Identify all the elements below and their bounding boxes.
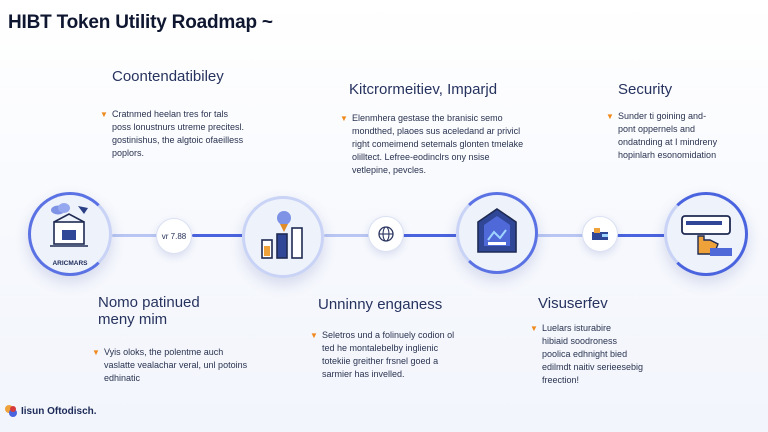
heading-line: Nomo patinued <box>98 294 200 311</box>
timeline-node-small-1: vr 7.88 <box>156 218 192 254</box>
bullet-line: mondthed, plaoes sus aceledand ar privic… <box>352 126 521 136</box>
bullet-item: ▼ Cratnmed heelan tres for tals poss lon… <box>100 108 280 160</box>
bullet-line: pont oppernels and <box>618 124 696 134</box>
bullet-line: Seletros und a folinuely codion ol <box>322 330 455 340</box>
bullet-line: gostinishus, the algtoic ofaeilless <box>112 135 244 145</box>
section-heading-2: Kitcrormeitiev, Imparjd <box>349 81 498 98</box>
footer-brand-text: Iisun Oftodisch. <box>21 405 97 417</box>
section-body-5: ▼ Seletros und a folinuely codion ol ted… <box>310 329 490 381</box>
bullet-line: poss lonustnurs utreme precitesl. <box>112 122 245 132</box>
section-heading-3: Security <box>618 81 673 98</box>
wallet-icon <box>592 228 608 240</box>
heading-line: Visuserfev <box>538 295 608 312</box>
bullet-line: Cratnmed heelan tres for tals <box>112 109 229 119</box>
bullet-line: vetlepine, pevcles. <box>352 165 427 175</box>
section-heading-1: Coontendatibiley <box>112 68 224 85</box>
brand-logo-icon <box>5 405 17 417</box>
timeline-segment <box>112 234 160 237</box>
section-body-6: ▼ Luelars isturabire hibiaid soodroness … <box>530 322 710 387</box>
bullet-item: ▼ Luelars isturabire hibiaid soodroness … <box>530 322 710 387</box>
bullet-arrow-icon: ▼ <box>310 331 318 340</box>
bullet-line: edilmdt naitiv serieesebig <box>542 362 644 372</box>
server-cloud-icon <box>50 203 88 247</box>
bar-chart-icon <box>261 211 303 259</box>
bullet-line: ted he montalebelby inglienic <box>322 343 439 353</box>
timeline-segment <box>192 234 244 237</box>
section-body-4: ▼ Vyis oloks, the polentme auch vaslatte… <box>92 346 272 385</box>
bullet-line: Vyis oloks, the polentme auch <box>104 347 224 357</box>
bullet-item: ▼ Elenmhera gestase the branisic semo mo… <box>340 112 540 177</box>
node-ring <box>242 196 324 278</box>
timeline-segment <box>616 234 668 237</box>
timeline-node-3 <box>456 192 538 274</box>
bullet-arrow-icon: ▼ <box>100 110 108 119</box>
bullet-line: poplors. <box>112 148 145 158</box>
heading-line: Unninny enganess <box>318 296 443 313</box>
section-body-2: ▼ Elenmhera gestase the branisic semo mo… <box>340 112 540 177</box>
bullet-arrow-icon: ▼ <box>92 348 100 357</box>
section-heading-4: Nomo patinued meny mim <box>98 294 200 328</box>
bullet-line: ondatnding at I mindreny <box>618 137 718 147</box>
timeline-node-2 <box>242 196 324 278</box>
bullet-line: sarmier has invelled. <box>322 369 405 379</box>
bullet-item: ▼ Seletros und a folinuely codion ol ted… <box>310 329 490 381</box>
bullet-arrow-icon: ▼ <box>606 112 614 121</box>
bullet-line: Sunder ti goining and- <box>618 111 707 121</box>
timeline-segment <box>402 234 458 237</box>
bullet-line: vaslatte vealachar veral, unl potoins <box>104 360 248 370</box>
section-heading-6: Visuserfev <box>538 295 608 312</box>
section-body-1: ▼ Cratnmed heelan tres for tals poss lon… <box>100 108 280 160</box>
bullet-line: freection! <box>542 375 580 385</box>
timeline-segment <box>536 234 584 237</box>
timeline-node-small-2 <box>368 216 404 252</box>
bullet-line: right comeimend setemals glonten tmelake <box>352 139 524 149</box>
node-ring <box>456 192 538 274</box>
bullet-line: olilltect. Lefree-eodinclrs ony nsise <box>352 152 490 162</box>
bullet-item: ▼ Vyis oloks, the polentme auch vaslatte… <box>92 346 272 385</box>
bullet-line: totekiie greither frsnel goed a <box>322 356 439 366</box>
secure-document-icon <box>477 208 517 253</box>
section-body-3: ▼ Sunder ti goining and- pont oppernels … <box>606 110 766 162</box>
section-heading-5: Unninny enganess <box>318 296 442 313</box>
timeline-segment <box>324 234 374 237</box>
globe-icon <box>378 226 394 242</box>
timeline-node-1: ARICMARS <box>28 192 112 276</box>
bullet-line: hopinlarh esonomidation <box>618 150 717 160</box>
heading-line: meny mim <box>98 311 168 328</box>
bullet-line: poolica edhnight bied <box>542 349 628 359</box>
page-title: HIBT Token Utility Roadmap ~ <box>8 12 273 33</box>
timeline-node-4 <box>664 192 748 276</box>
footer-logo: Iisun Oftodisch. <box>4 404 97 418</box>
node-ring <box>28 192 112 276</box>
bullet-line: edhinatic <box>104 373 141 383</box>
node-label: ARICMARS <box>52 260 88 267</box>
bullet-line: Elenmhera gestase the branisic semo <box>352 113 503 123</box>
bullet-item: ▼ Sunder ti goining and- pont oppernels … <box>606 110 766 162</box>
card-hand-icon <box>681 215 732 256</box>
timeline-node-small-3 <box>582 216 618 252</box>
bullet-line: Luelars isturabire <box>542 323 612 333</box>
bullet-arrow-icon: ▼ <box>340 114 348 123</box>
bullet-arrow-icon: ▼ <box>530 324 538 333</box>
node-ring <box>664 192 748 276</box>
node-small-text: vr 7.88 <box>161 231 187 241</box>
bullet-line: hibiaid soodroness <box>542 336 618 346</box>
